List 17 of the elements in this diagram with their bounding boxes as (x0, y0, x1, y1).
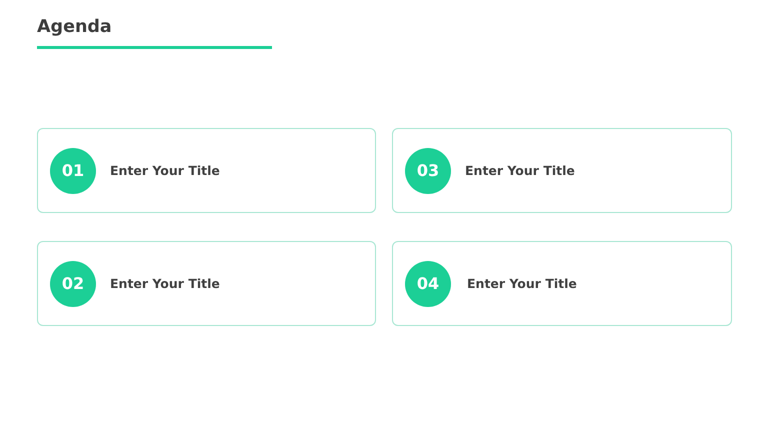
agenda-item-title: Enter Your Title (110, 162, 220, 180)
agenda-card (392, 128, 732, 213)
item-number: 04 (416, 274, 440, 294)
number-circle (50, 260, 96, 306)
agenda-item-title: Enter Your Title (465, 162, 575, 180)
agenda-card (37, 241, 376, 326)
number-circle (405, 148, 451, 194)
item-number: 02 (62, 274, 84, 294)
page-title: Agenda (37, 16, 112, 39)
number-circle (405, 260, 451, 306)
agenda-item-title: Enter Your Title (110, 274, 220, 292)
agenda-card (37, 128, 376, 213)
item-number: 01 (62, 160, 84, 180)
item-number: 03 (416, 160, 440, 180)
agenda-item-title: Enter Your Title (467, 274, 577, 292)
agenda-card (392, 241, 732, 326)
number-circle (50, 148, 96, 194)
